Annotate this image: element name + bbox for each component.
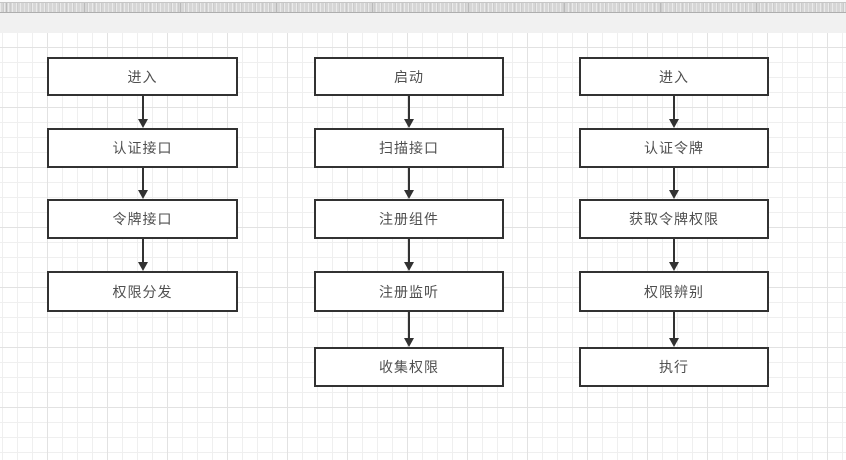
flow-node[interactable]: 认证令牌	[579, 128, 769, 168]
arrow-line	[408, 312, 410, 339]
flow-node[interactable]: 获取令牌权限	[579, 199, 769, 239]
arrow-head-icon	[669, 262, 679, 271]
flow-node[interactable]: 收集权限	[314, 347, 504, 387]
arrow-head-icon	[404, 338, 414, 347]
arrow-head-icon	[669, 119, 679, 128]
flow-node[interactable]: 扫描接口	[314, 128, 504, 168]
flow-connector-arrow[interactable]	[668, 168, 680, 199]
arrow-line	[673, 96, 675, 120]
flow-connector-arrow[interactable]	[403, 168, 415, 199]
arrow-head-icon	[137, 190, 148, 199]
arrow-head-icon	[137, 119, 148, 128]
diagram-canvas[interactable]	[0, 33, 846, 460]
arrow-line	[141, 239, 144, 263]
flow-connector-arrow[interactable]	[137, 168, 149, 199]
arrow-line	[408, 96, 410, 120]
flow-connector-arrow[interactable]	[668, 312, 680, 347]
flow-node[interactable]: 令牌接口	[47, 199, 238, 239]
arrow-line	[141, 168, 144, 191]
arrow-line	[673, 168, 675, 191]
window-top-edge	[0, 0, 846, 2]
flow-connector-arrow[interactable]	[403, 312, 415, 347]
flow-node[interactable]: 注册监听	[314, 271, 504, 312]
flow-node[interactable]: 执行	[579, 347, 769, 387]
arrow-head-icon	[137, 262, 148, 271]
arrow-head-icon	[404, 190, 414, 199]
flow-node[interactable]: 权限分发	[47, 271, 238, 312]
flow-node[interactable]: 注册组件	[314, 199, 504, 239]
flow-node[interactable]: 进入	[47, 57, 238, 96]
arrow-line	[673, 239, 675, 263]
arrow-head-icon	[669, 190, 679, 199]
horizontal-ruler	[0, 2, 846, 13]
flow-node[interactable]: 认证接口	[47, 128, 238, 168]
flow-connector-arrow[interactable]	[137, 96, 149, 128]
arrow-line	[673, 312, 675, 339]
arrow-head-icon	[669, 338, 679, 347]
flow-connector-arrow[interactable]	[668, 239, 680, 271]
flow-connector-arrow[interactable]	[403, 96, 415, 128]
flow-node[interactable]: 进入	[579, 57, 769, 96]
arrow-line	[408, 168, 410, 191]
flow-connector-arrow[interactable]	[668, 96, 680, 128]
arrow-line	[141, 96, 144, 120]
arrow-line	[408, 239, 410, 263]
arrow-head-icon	[404, 119, 414, 128]
flow-connector-arrow[interactable]	[403, 239, 415, 271]
flow-node[interactable]: 权限辨别	[579, 271, 769, 312]
flow-node[interactable]: 启动	[314, 57, 504, 96]
arrow-head-icon	[404, 262, 414, 271]
flow-connector-arrow[interactable]	[137, 239, 149, 271]
